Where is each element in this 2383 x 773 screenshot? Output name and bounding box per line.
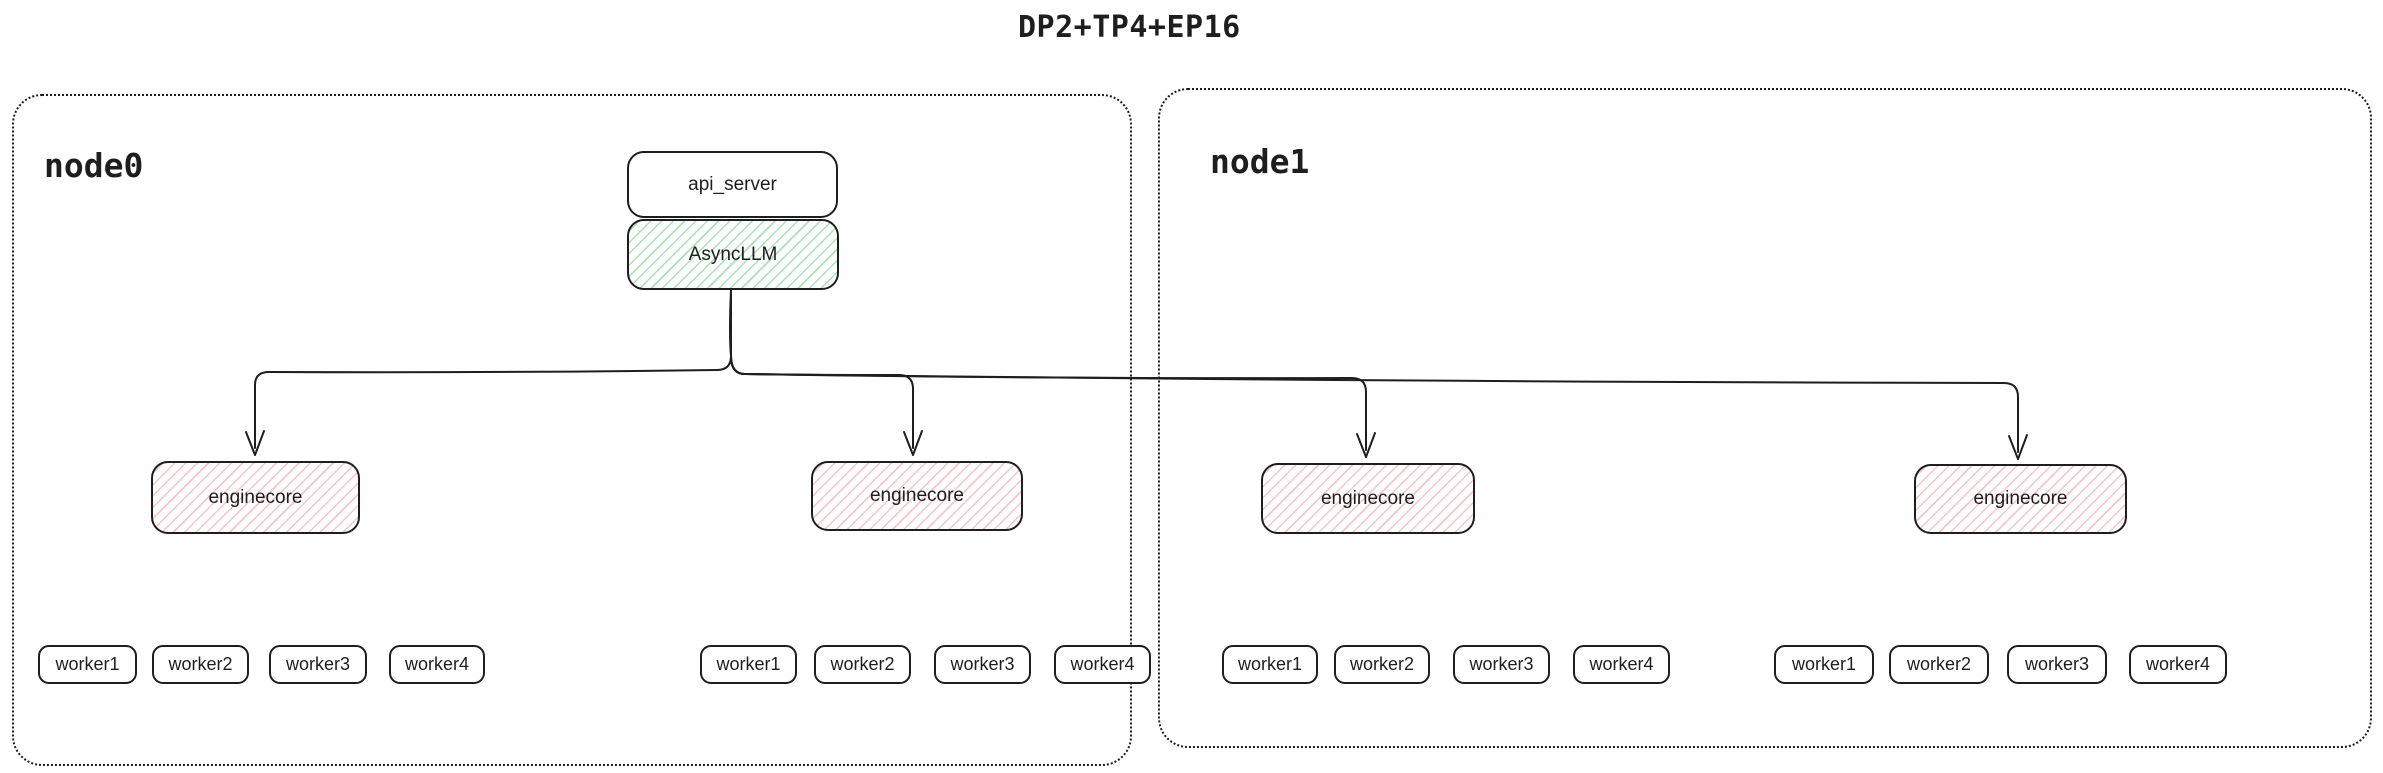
worker-label: worker1 <box>55 654 120 674</box>
worker-box: worker3 <box>2007 645 2107 684</box>
worker-label: worker4 <box>1070 654 1135 674</box>
worker-label: worker3 <box>1469 654 1534 674</box>
enginecore-box-4: enginecore <box>1914 464 2127 534</box>
worker-label: worker3 <box>285 654 351 674</box>
worker-box: worker1 <box>1774 645 1874 684</box>
worker-label: worker4 <box>1589 654 1654 674</box>
worker-box: worker3 <box>934 645 1031 684</box>
api-server-box: api_server <box>627 151 838 218</box>
worker-box: worker4 <box>389 645 485 684</box>
api-server-label: api_server <box>688 173 777 195</box>
worker-label: worker1 <box>716 654 781 674</box>
enginecore-label: enginecore <box>1320 487 1416 509</box>
worker-box: worker3 <box>269 645 367 684</box>
worker-box: worker1 <box>38 645 137 684</box>
worker-box: worker1 <box>1222 645 1318 684</box>
node0-label: node0 <box>44 146 144 185</box>
worker-box: worker4 <box>1573 645 1670 684</box>
node1-label: node1 <box>1210 142 1310 181</box>
worker-box: worker4 <box>2129 645 2227 684</box>
worker-box: worker2 <box>814 645 911 684</box>
worker-label: worker3 <box>950 654 1015 674</box>
worker-box: worker2 <box>152 645 249 684</box>
enginecore-label: enginecore <box>1973 488 2068 509</box>
worker-label: worker2 <box>1349 654 1415 674</box>
worker-label: worker2 <box>830 654 895 674</box>
enginecore-box-3: enginecore <box>1261 463 1475 534</box>
worker-label: worker2 <box>168 654 233 674</box>
enginecore-label: enginecore <box>869 485 965 506</box>
worker-label: worker2 <box>1906 654 1972 674</box>
worker-label: worker4 <box>404 654 470 674</box>
enginecore-label: enginecore <box>208 486 303 508</box>
worker-box: worker2 <box>1889 645 1989 684</box>
worker-box: worker4 <box>1054 645 1151 684</box>
node0-container: node0 api_server AsyncLLM enginecore eng… <box>12 94 1151 766</box>
enginecore-box-1: enginecore <box>151 461 360 534</box>
worker-box: worker1 <box>700 645 797 684</box>
diagram-title: DP2+TP4+EP16 <box>1018 10 1241 45</box>
worker-box: worker3 <box>1453 645 1550 684</box>
worker-box: worker2 <box>1334 645 1430 684</box>
async-llm-box: AsyncLLM <box>627 219 839 290</box>
worker-label: worker3 <box>2024 654 2090 674</box>
enginecore-box-2: enginecore <box>811 461 1023 531</box>
worker-label: worker1 <box>1237 654 1303 674</box>
node1-container: node1 enginecore enginecore worker1 work… <box>1158 88 2372 748</box>
worker-label: worker4 <box>2145 654 2211 674</box>
async-llm-label: AsyncLLM <box>688 243 778 265</box>
worker-label: worker1 <box>1791 654 1857 674</box>
